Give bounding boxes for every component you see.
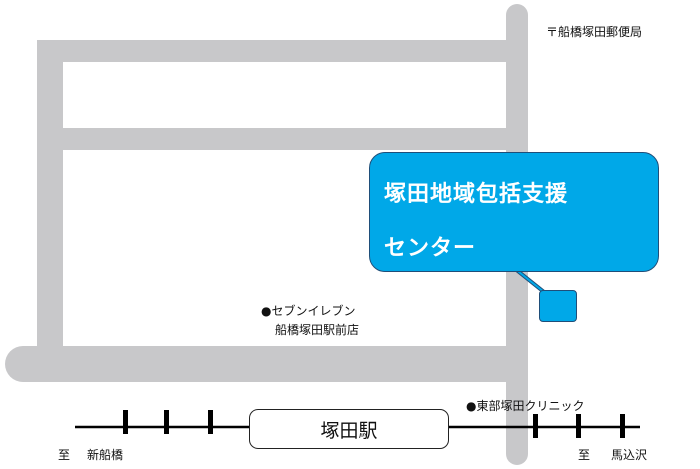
- callout-title-line1: 塚田地域包括支援: [384, 182, 569, 207]
- rail-tick: [533, 414, 538, 438]
- rail-tick: [620, 414, 625, 438]
- road-left-vertical: [37, 40, 63, 370]
- rail-tick: [208, 410, 213, 434]
- rail-tick: [164, 410, 169, 434]
- right-direction-to: 至: [578, 448, 591, 462]
- callout-title-line2: センター: [384, 236, 477, 261]
- clinic-label: ●東部塚田クリニック: [466, 399, 585, 413]
- road-middle-horizontal: [37, 128, 527, 150]
- seven-eleven-label: ●セブンイレブン: [261, 304, 356, 318]
- right-direction-destination: 馬込沢: [611, 448, 648, 462]
- left-direction-to: 至: [58, 448, 71, 462]
- support-center-marker: [539, 290, 577, 322]
- road-top-horizontal: [37, 40, 527, 62]
- seven-eleven-branch-label: 船橋塚田駅前店: [275, 323, 360, 337]
- left-direction-destination: 新船橋: [87, 448, 124, 462]
- support-center-callout: 塚田地域包括支援 センター: [369, 152, 659, 272]
- post-office-label: 〒船橋塚田郵便局: [546, 25, 643, 39]
- road-bottom-horizontal: [5, 346, 527, 382]
- rail-tick: [123, 410, 128, 434]
- station-label: 塚田駅: [249, 409, 449, 449]
- rail-tick: [576, 414, 581, 438]
